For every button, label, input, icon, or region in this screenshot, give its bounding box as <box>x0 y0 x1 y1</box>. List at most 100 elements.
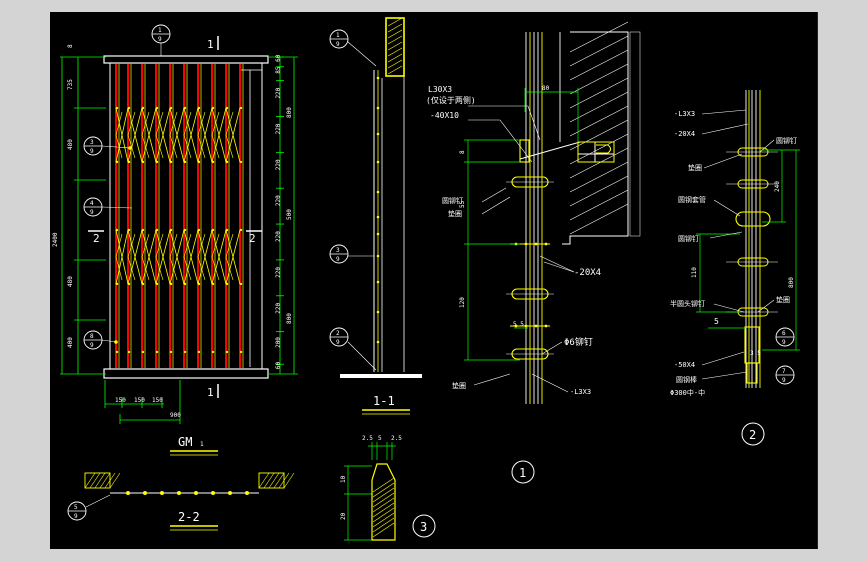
gm-lattice-d-1-6 <box>197 256 206 281</box>
det1-vertical-bars <box>525 32 561 404</box>
det1-hatch-4 <box>569 77 629 109</box>
gm-node-1-5 <box>183 160 187 164</box>
sec22-hatch-0-1 <box>89 472 101 489</box>
det3-hatch-8 <box>372 517 395 533</box>
gm-node-2-5 <box>183 228 187 232</box>
sec11-rivet-6 <box>376 232 380 236</box>
gm-callout-1-num: 3 <box>90 139 94 146</box>
gm-node-4-9 <box>239 350 243 354</box>
det1-circle-label-text: 1 <box>519 466 526 480</box>
det2-label-20x4: -20X4 <box>674 130 695 138</box>
gm-node-4-1 <box>127 350 131 354</box>
det1-rivet-dot-0-1 <box>524 242 528 246</box>
sec11-hatch-7 <box>387 59 403 69</box>
det1-label-l30x3: L30X3 <box>428 85 452 94</box>
gm-top-rail <box>103 55 269 64</box>
gm-right-small-dim-2: 220 <box>275 87 282 98</box>
gm-vertical-bars <box>115 64 244 368</box>
gm-callout-2[interactable]: 4 9 <box>83 197 133 217</box>
gm-right-small-dim-6: 220 <box>275 231 282 242</box>
gm-node-3-2 <box>141 282 145 286</box>
sec11-rivet-9 <box>376 310 380 314</box>
gm-lattice-c-0-2 <box>141 111 150 136</box>
gm-lattice-d-1-5 <box>183 256 192 281</box>
det3-hatch-9 <box>372 522 395 538</box>
gm-node-3-3 <box>155 282 159 286</box>
gm-right-small-dim-1: 85 <box>275 66 282 74</box>
det2-label-l3x3: -L3X3 <box>674 110 695 118</box>
gm-node-2-4 <box>169 228 173 232</box>
gm-callout-1-den: 9 <box>90 148 94 155</box>
det1-rivet-dot-0-3 <box>544 242 548 246</box>
gm-node-1-4 <box>169 160 173 164</box>
det2-dim-right-2: 800 <box>788 277 795 288</box>
gm-right-small-dim-0: 60 <box>275 54 282 62</box>
gm-lattice-d-0-7 <box>211 134 220 159</box>
det2-label-50x4: -50X4 <box>674 361 695 369</box>
det3-circle-label[interactable]: 3 <box>412 514 436 538</box>
det1-rivet-dot-0-2 <box>534 242 538 246</box>
gm-callout-2-num: 4 <box>90 200 94 207</box>
det1-rivet-dot-1-1 <box>524 324 528 328</box>
det2-vertical-bars <box>745 90 761 388</box>
sec22-hatch-1-0 <box>258 472 270 489</box>
det1-label-40x10: -40X10 <box>430 111 459 120</box>
det2-callout-b[interactable]: 7 9 <box>775 365 795 385</box>
det1-hatch-9 <box>569 147 629 179</box>
det1-angle <box>519 139 530 163</box>
gm-lattice-c-0-7 <box>211 111 220 136</box>
gm-lattice-b-0-2 <box>141 107 157 163</box>
gm-lattice-d-1-1 <box>127 256 136 281</box>
gm-lattice-c-0-0 <box>115 111 123 136</box>
det1-rivet-dot-1-3 <box>544 324 548 328</box>
det3-hatch-5 <box>372 502 395 518</box>
sec22-callout[interactable]: 5 9 <box>67 494 111 521</box>
gm-lattice-b-1-6 <box>197 229 213 285</box>
sec22-rivet-1 <box>143 491 147 495</box>
det1-dim-small: 5 5 <box>513 321 524 328</box>
det1-hatch-8 <box>569 133 629 165</box>
sec22-hatch-0-3 <box>99 472 111 489</box>
sec22-rivet-2 <box>160 491 164 495</box>
det1-wall-outline <box>562 31 629 245</box>
det2-circle-label-text: 2 <box>749 428 756 442</box>
sec11-hatch-5 <box>387 47 403 57</box>
gm-lattice-d-1-4 <box>169 256 178 281</box>
sec11-hatch-1 <box>387 23 403 33</box>
sec22-rivet-5 <box>211 491 215 495</box>
det1-anchor-plate <box>577 141 615 163</box>
gm-lattice-d-0-6 <box>197 134 206 159</box>
sec11-callout-a[interactable]: 1 9 <box>329 29 377 67</box>
sec11-callout-c-num: 2 <box>336 330 340 337</box>
gm-node-3-4 <box>169 282 173 286</box>
det1-dim-left-1: 8 <box>459 150 466 154</box>
gm-right-small-dim-7: 220 <box>275 267 282 278</box>
sec22-hatch-1-1 <box>263 472 275 489</box>
det1-hatch-6 <box>569 105 629 137</box>
sec11-callout-c[interactable]: 2 9 <box>329 327 377 371</box>
gm-node-0-5 <box>183 106 187 110</box>
gm-node-4-3 <box>155 350 159 354</box>
det2-callout-a[interactable]: 6 9 <box>775 327 795 347</box>
sec22-hatch-1-2 <box>268 472 280 489</box>
gm-lattice-c-0-5 <box>183 111 192 136</box>
det2-label-rivet: 圆铆钉 <box>776 136 797 145</box>
gm-bottom-total: 900 <box>170 412 181 419</box>
sec22-hatch-1-4 <box>278 472 290 489</box>
gm-right-large-dim-3: 800 <box>286 313 293 324</box>
section-1-1: 1 9 3 9 2 9 1-1 <box>329 17 422 415</box>
sec11-callout-b[interactable]: 3 9 <box>329 244 374 264</box>
sec22-title: 2-2 <box>178 510 200 524</box>
sec22-hatch-0-4 <box>104 472 116 489</box>
gm-lattice-b-0-8 <box>225 107 241 163</box>
det2-circle-label[interactable]: 2 <box>741 422 765 446</box>
det1-circle-label[interactable]: 1 <box>511 460 535 484</box>
det2-label-sleeve: 圆钢套管 <box>678 195 706 204</box>
gm-callout-3[interactable]: 8 9 <box>83 330 118 350</box>
gm-lattice-c-1-7 <box>211 233 220 258</box>
gm-node-4-4 <box>169 350 173 354</box>
gm-callout-top[interactable]: 1 9 <box>151 24 171 56</box>
sec11-rivet-1 <box>376 106 380 110</box>
gm-callout-1[interactable]: 3 9 <box>83 136 132 156</box>
